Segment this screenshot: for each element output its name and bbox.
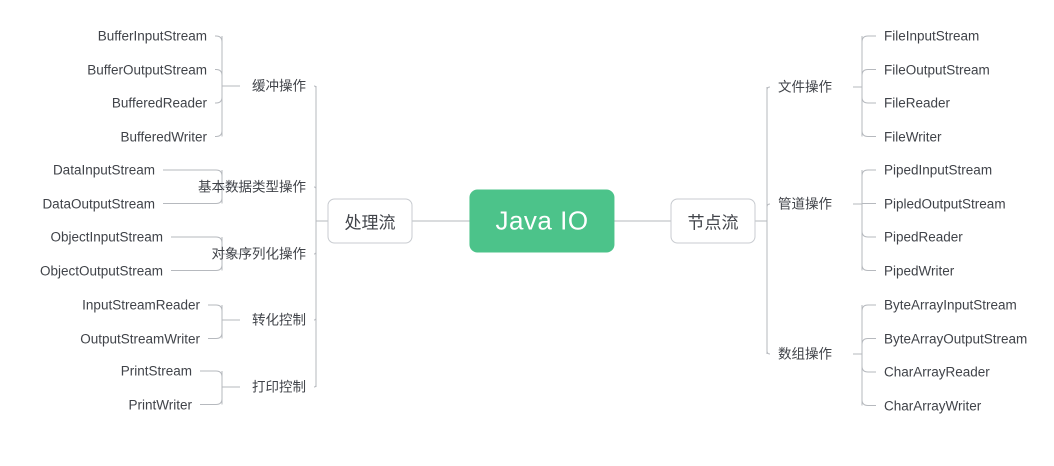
wire-leaf-pipedwriter [861, 204, 876, 271]
leaf-label-bufferoutputstream[interactable]: BufferOutputStream [87, 61, 207, 77]
wire-leaf-printstream [200, 370, 223, 387]
wire-leaf-bufferinputstream [215, 35, 223, 86]
leaf-label-filereader[interactable]: FileReader [884, 95, 951, 111]
leaf-label-bytearrayinputstream[interactable]: ByteArrayInputStream [884, 297, 1017, 313]
wire-leaf-fileoutputstream [861, 69, 876, 87]
wire-leaf-filereader [861, 87, 876, 104]
leaf-label-inputstreamreader[interactable]: InputStreamReader [82, 297, 200, 313]
leaf-label-filewriter[interactable]: FileWriter [884, 128, 942, 144]
wire-leaf-pipedinputstream [861, 169, 876, 204]
branch-node-jiedianliu[interactable]: 节点流 [670, 198, 756, 244]
leaf-label-objectinputstream[interactable]: ObjectInputStream [50, 229, 163, 245]
leaf-label-bufferedwriter[interactable]: BufferedWriter [120, 128, 207, 144]
leaf-label-printstream[interactable]: PrintStream [120, 363, 192, 379]
wire-leaf-bytearrayinputstream [861, 304, 876, 354]
category-label-cat-r-1[interactable]: 管道操作 [778, 196, 832, 212]
root-node-java-io[interactable]: Java IO [469, 189, 615, 253]
wire-leaf-fileinputstream [861, 35, 876, 87]
wire-leaf-filewriter [861, 87, 876, 137]
category-label-cat-l-3[interactable]: 转化控制 [252, 312, 306, 328]
wire-leaf-bufferedreader [215, 86, 223, 104]
wire-cat-trunk-1 [313, 186, 317, 221]
category-label-cat-l-2[interactable]: 对象序列化操作 [211, 246, 307, 262]
leaf-label-dataoutputstream[interactable]: DataOutputStream [42, 195, 155, 211]
leaf-label-bufferedreader[interactable]: BufferedReader [111, 95, 207, 111]
wire-cat-trunk-2 [313, 221, 317, 255]
leaf-label-chararrayreader[interactable]: CharArrayReader [884, 364, 990, 380]
leaf-label-printwriter[interactable]: PrintWriter [128, 396, 192, 412]
category-label-cat-l-4[interactable]: 打印控制 [252, 379, 306, 395]
leaf-label-objectoutputstream[interactable]: ObjectOutputStream [39, 262, 163, 278]
branch-node-chuliliu[interactable]: 处理流 [327, 198, 413, 244]
category-label-cat-r-2[interactable]: 数组操作 [778, 346, 832, 362]
leaf-label-pipedwriter[interactable]: PipedWriter [884, 262, 955, 278]
wire-cat-trunk-0 [313, 85, 317, 221]
leaf-label-pipledoutputstream[interactable]: PipledOutputStream [884, 195, 1006, 211]
wire-leaf-bufferedwriter [215, 86, 223, 137]
wire-cat-trunk-r-1 [766, 203, 771, 221]
wire-leaf-chararraywriter [861, 354, 876, 406]
category-label-cat-l-0[interactable]: 缓冲操作 [252, 78, 306, 94]
wire-cat-trunk-r-2 [766, 221, 771, 355]
leaf-label-fileoutputstream[interactable]: FileOutputStream [884, 61, 990, 77]
category-label-cat-r-0[interactable]: 文件操作 [778, 79, 832, 95]
leaf-label-bytearrayoutputstream[interactable]: ByteArrayOutputStream [884, 330, 1028, 346]
wire-cat-trunk-3 [313, 221, 317, 321]
wire-leaf-inputstreamreader [208, 304, 223, 320]
leaf-label-outputstreamwriter[interactable]: OutputStreamWriter [80, 330, 200, 346]
wire-cat-trunk-4 [313, 221, 317, 388]
wire-leaf-printwriter [200, 387, 223, 405]
leaf-label-fileinputstream[interactable]: FileInputStream [884, 28, 980, 44]
leaf-label-bufferinputstream[interactable]: BufferInputStream [97, 28, 207, 44]
leaf-label-datainputstream[interactable]: DataInputStream [52, 162, 155, 178]
wire-leaf-pipedreader [861, 204, 876, 238]
leaf-label-pipedreader[interactable]: PipedReader [884, 229, 963, 245]
wire-cat-trunk-r-0 [766, 86, 771, 221]
category-label-cat-l-1[interactable]: 基本数据类型操作 [198, 179, 306, 195]
wire-leaf-bufferoutputstream [215, 69, 223, 86]
leaf-label-chararraywriter[interactable]: CharArrayWriter [884, 397, 982, 413]
wire-leaf-outputstreamwriter [208, 320, 223, 339]
leaf-label-pipedinputstream[interactable]: PipedInputStream [884, 162, 993, 178]
wire-leaf-chararrayreader [861, 354, 876, 373]
wire-leaf-bytearrayoutputstream [861, 338, 876, 354]
